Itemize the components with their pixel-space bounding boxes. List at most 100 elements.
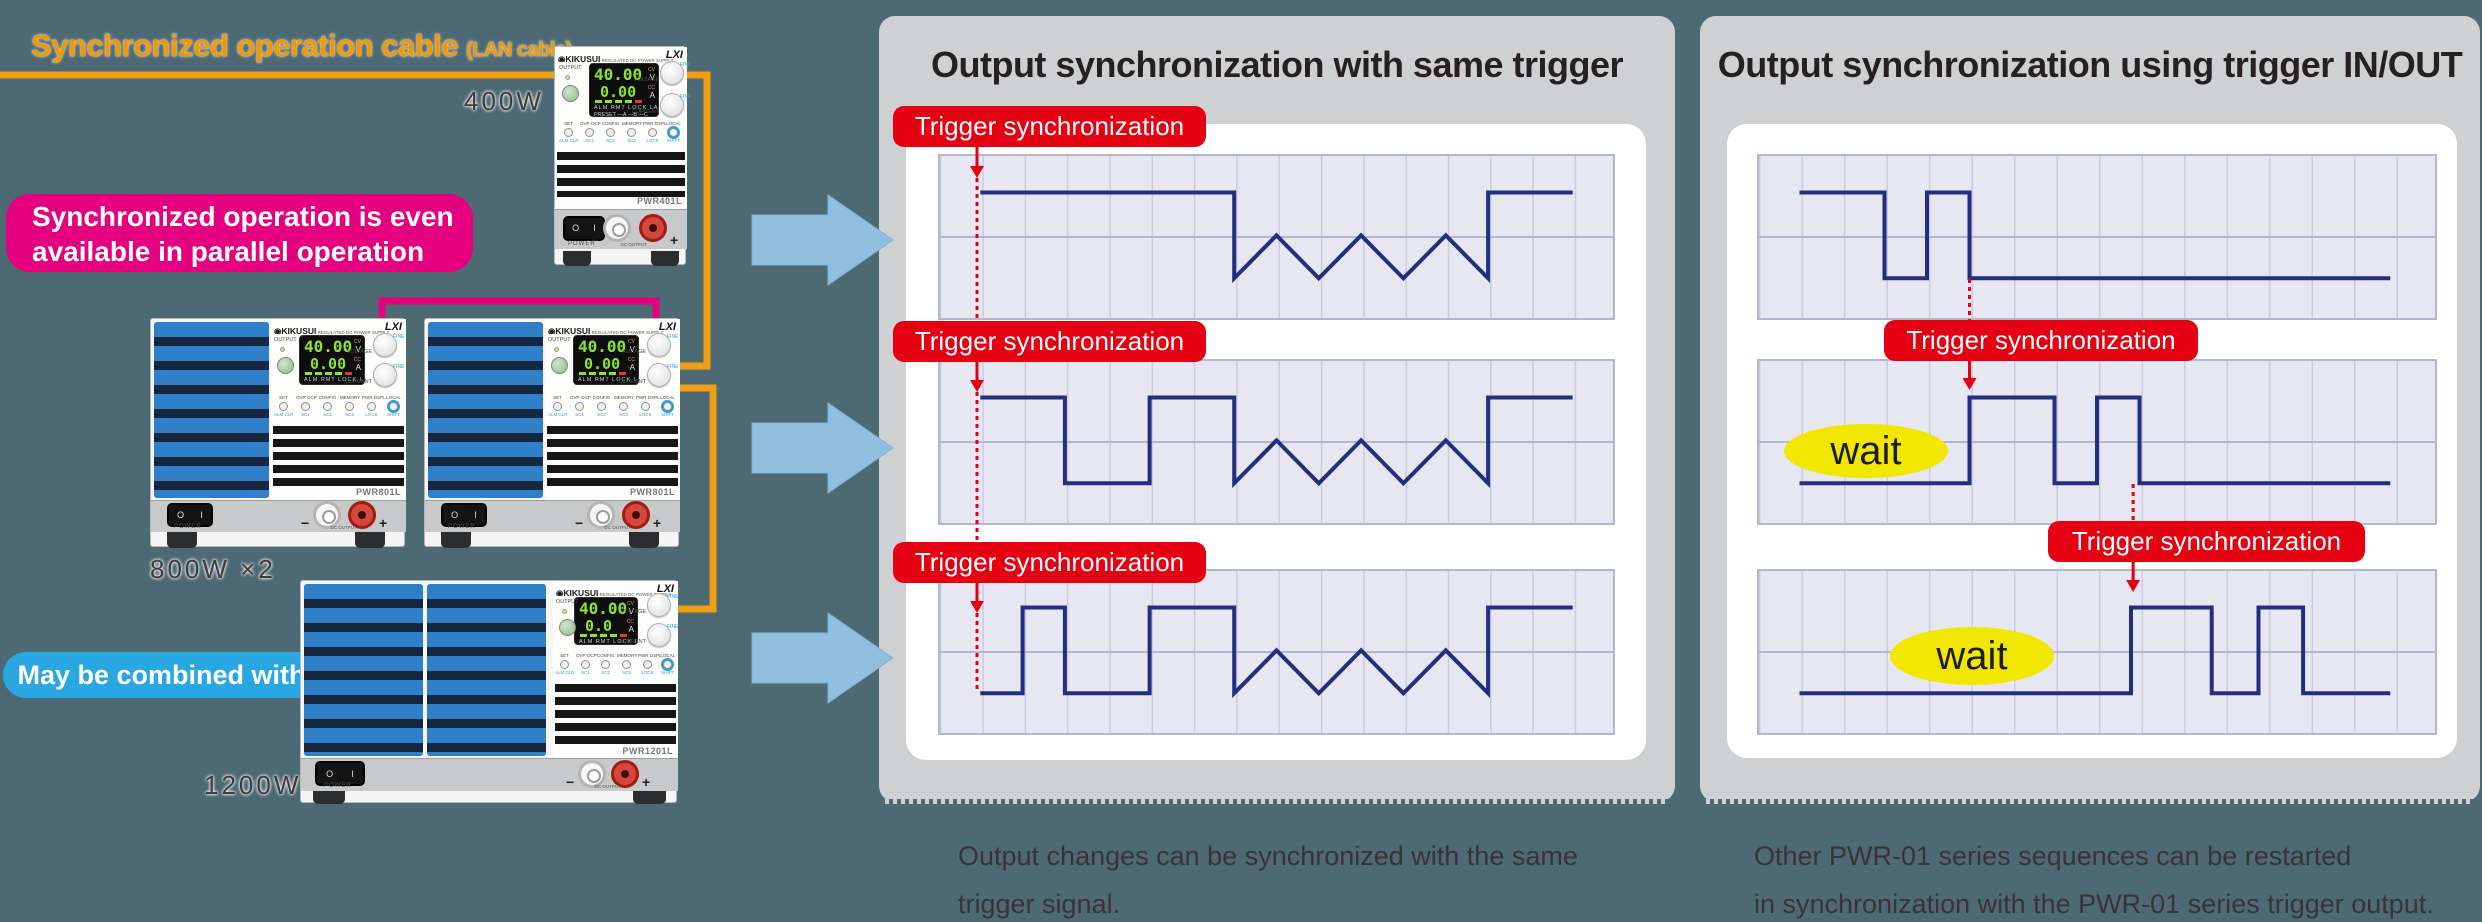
output-label: OUTPUT [548,337,571,343]
current-readout: 0.00 [310,355,347,373]
vent-slats [557,147,685,197]
output-label: OUTPUT [556,599,579,605]
button-icon [367,402,376,411]
caption-line: in synchronization with the PWR-01 serie… [1754,889,2434,919]
status-labels: ALM RMT LOCK LAN [579,639,637,645]
button-top-label: OVP·OCP [580,121,601,127]
button-shift-label: SC3 [619,412,628,418]
current-knob-icon [660,93,684,117]
panel-title-trigger-in-out: Output synchronization using trigger IN/… [1717,44,2463,85]
button-top-label: LOCAL [386,395,401,401]
button-icon [601,660,611,669]
button-icon [648,128,657,137]
button-icon [642,660,652,669]
fine-label: FINE [393,334,405,340]
brand-logo: ◉KIKUSUI [558,54,601,62]
waveform-svg [980,190,1573,284]
trigger-arrowhead-icon [970,166,985,178]
current-knob-label: CURRENT [619,639,646,645]
output-button-icon [562,85,579,102]
output-label: OUTPUT [559,65,582,71]
button-icon [575,402,584,411]
button-shift-label: LOCK [640,670,654,676]
waveform-chart-right-1 [1757,154,2437,320]
voltage-knob-label: VOLTAGE [620,349,646,355]
vent-louvers [304,584,423,756]
plus-sign: + [653,515,662,531]
button-shift-label: SC2 [597,412,606,418]
cv-indicator: CV [627,601,634,607]
dc-output-label: DC OUTPUT [603,525,631,531]
button-shift-label: SC1 [575,412,584,418]
output-button-icon [559,619,576,636]
vent-louvers [154,322,269,498]
button-shift-label: ALM CLR [548,412,568,418]
output-label: OUTPUT [274,337,297,343]
panel-button: SET ALM CLR [547,395,568,418]
button-top-label: PWR DSPL [362,395,386,401]
button-shift-label: ALM CLR [555,670,575,676]
cc-indicator: CC [353,357,361,363]
cc-indicator: CC [627,357,635,363]
trigger-sync-badge: Trigger synchronization [1884,320,2198,361]
button-top-label: SET [279,395,288,401]
model-label: PWR801L [629,487,675,497]
power-label: POWER [568,241,596,247]
button-top-label: OVP·OCP [296,395,317,401]
trigger-arrowhead-icon [2126,580,2141,592]
trigger-arrowhead-icon [970,380,985,392]
button-top-label: MEMORY [340,395,361,401]
button-icon [553,402,562,411]
negative-terminal-icon [587,501,615,529]
plus-sign: + [379,515,388,531]
fine-label: FINE [667,594,679,600]
button-top-label: OVP·OCP [576,653,597,659]
button-top-label: MEMORY [622,121,643,127]
vent-slats [273,421,404,487]
button-top-label: SET [553,395,562,401]
flow-arrow-icon [751,402,894,494]
waveform-svg [980,605,1573,699]
button-icon [345,402,354,411]
section-heading: Synchronized operation cable (LAN cable) [31,28,572,64]
button-icon [606,128,615,137]
button-icon [389,402,398,411]
button-top-label: OVP·OCP [570,395,591,401]
current-readout: 0.00 [600,83,637,101]
output-led-icon [554,347,559,352]
lxi-logo: LXI [658,321,676,333]
caption-trigger-in-out: Other PWR-01 series sequences can be res… [1754,832,2434,922]
caption-same-trigger: Output changes can be synchronized with … [958,832,1578,922]
button-shift-label: SC2 [601,670,611,676]
button-shift-label: SHIFT [386,412,400,418]
fine-label: FINE [667,364,679,370]
flow-arrow-icon [751,612,894,704]
button-top-label: PWR DSPL [637,653,662,659]
button-top-label: CONFIG [601,121,620,127]
status-labels: ALM RMT LOCK LAN [304,377,364,383]
current-knob-icon [373,363,397,387]
output-button-icon [277,357,294,374]
trigger-sync-badge: Trigger synchronization [893,321,1206,362]
vent-louvers [427,584,546,756]
button-icon [662,660,672,669]
button-top-label: PWR DSPL [643,121,667,127]
current-knob-label: CURRENT [632,109,659,115]
button-shift-label: SHIFT [660,670,674,676]
lxi-logo: LXI [384,321,402,333]
